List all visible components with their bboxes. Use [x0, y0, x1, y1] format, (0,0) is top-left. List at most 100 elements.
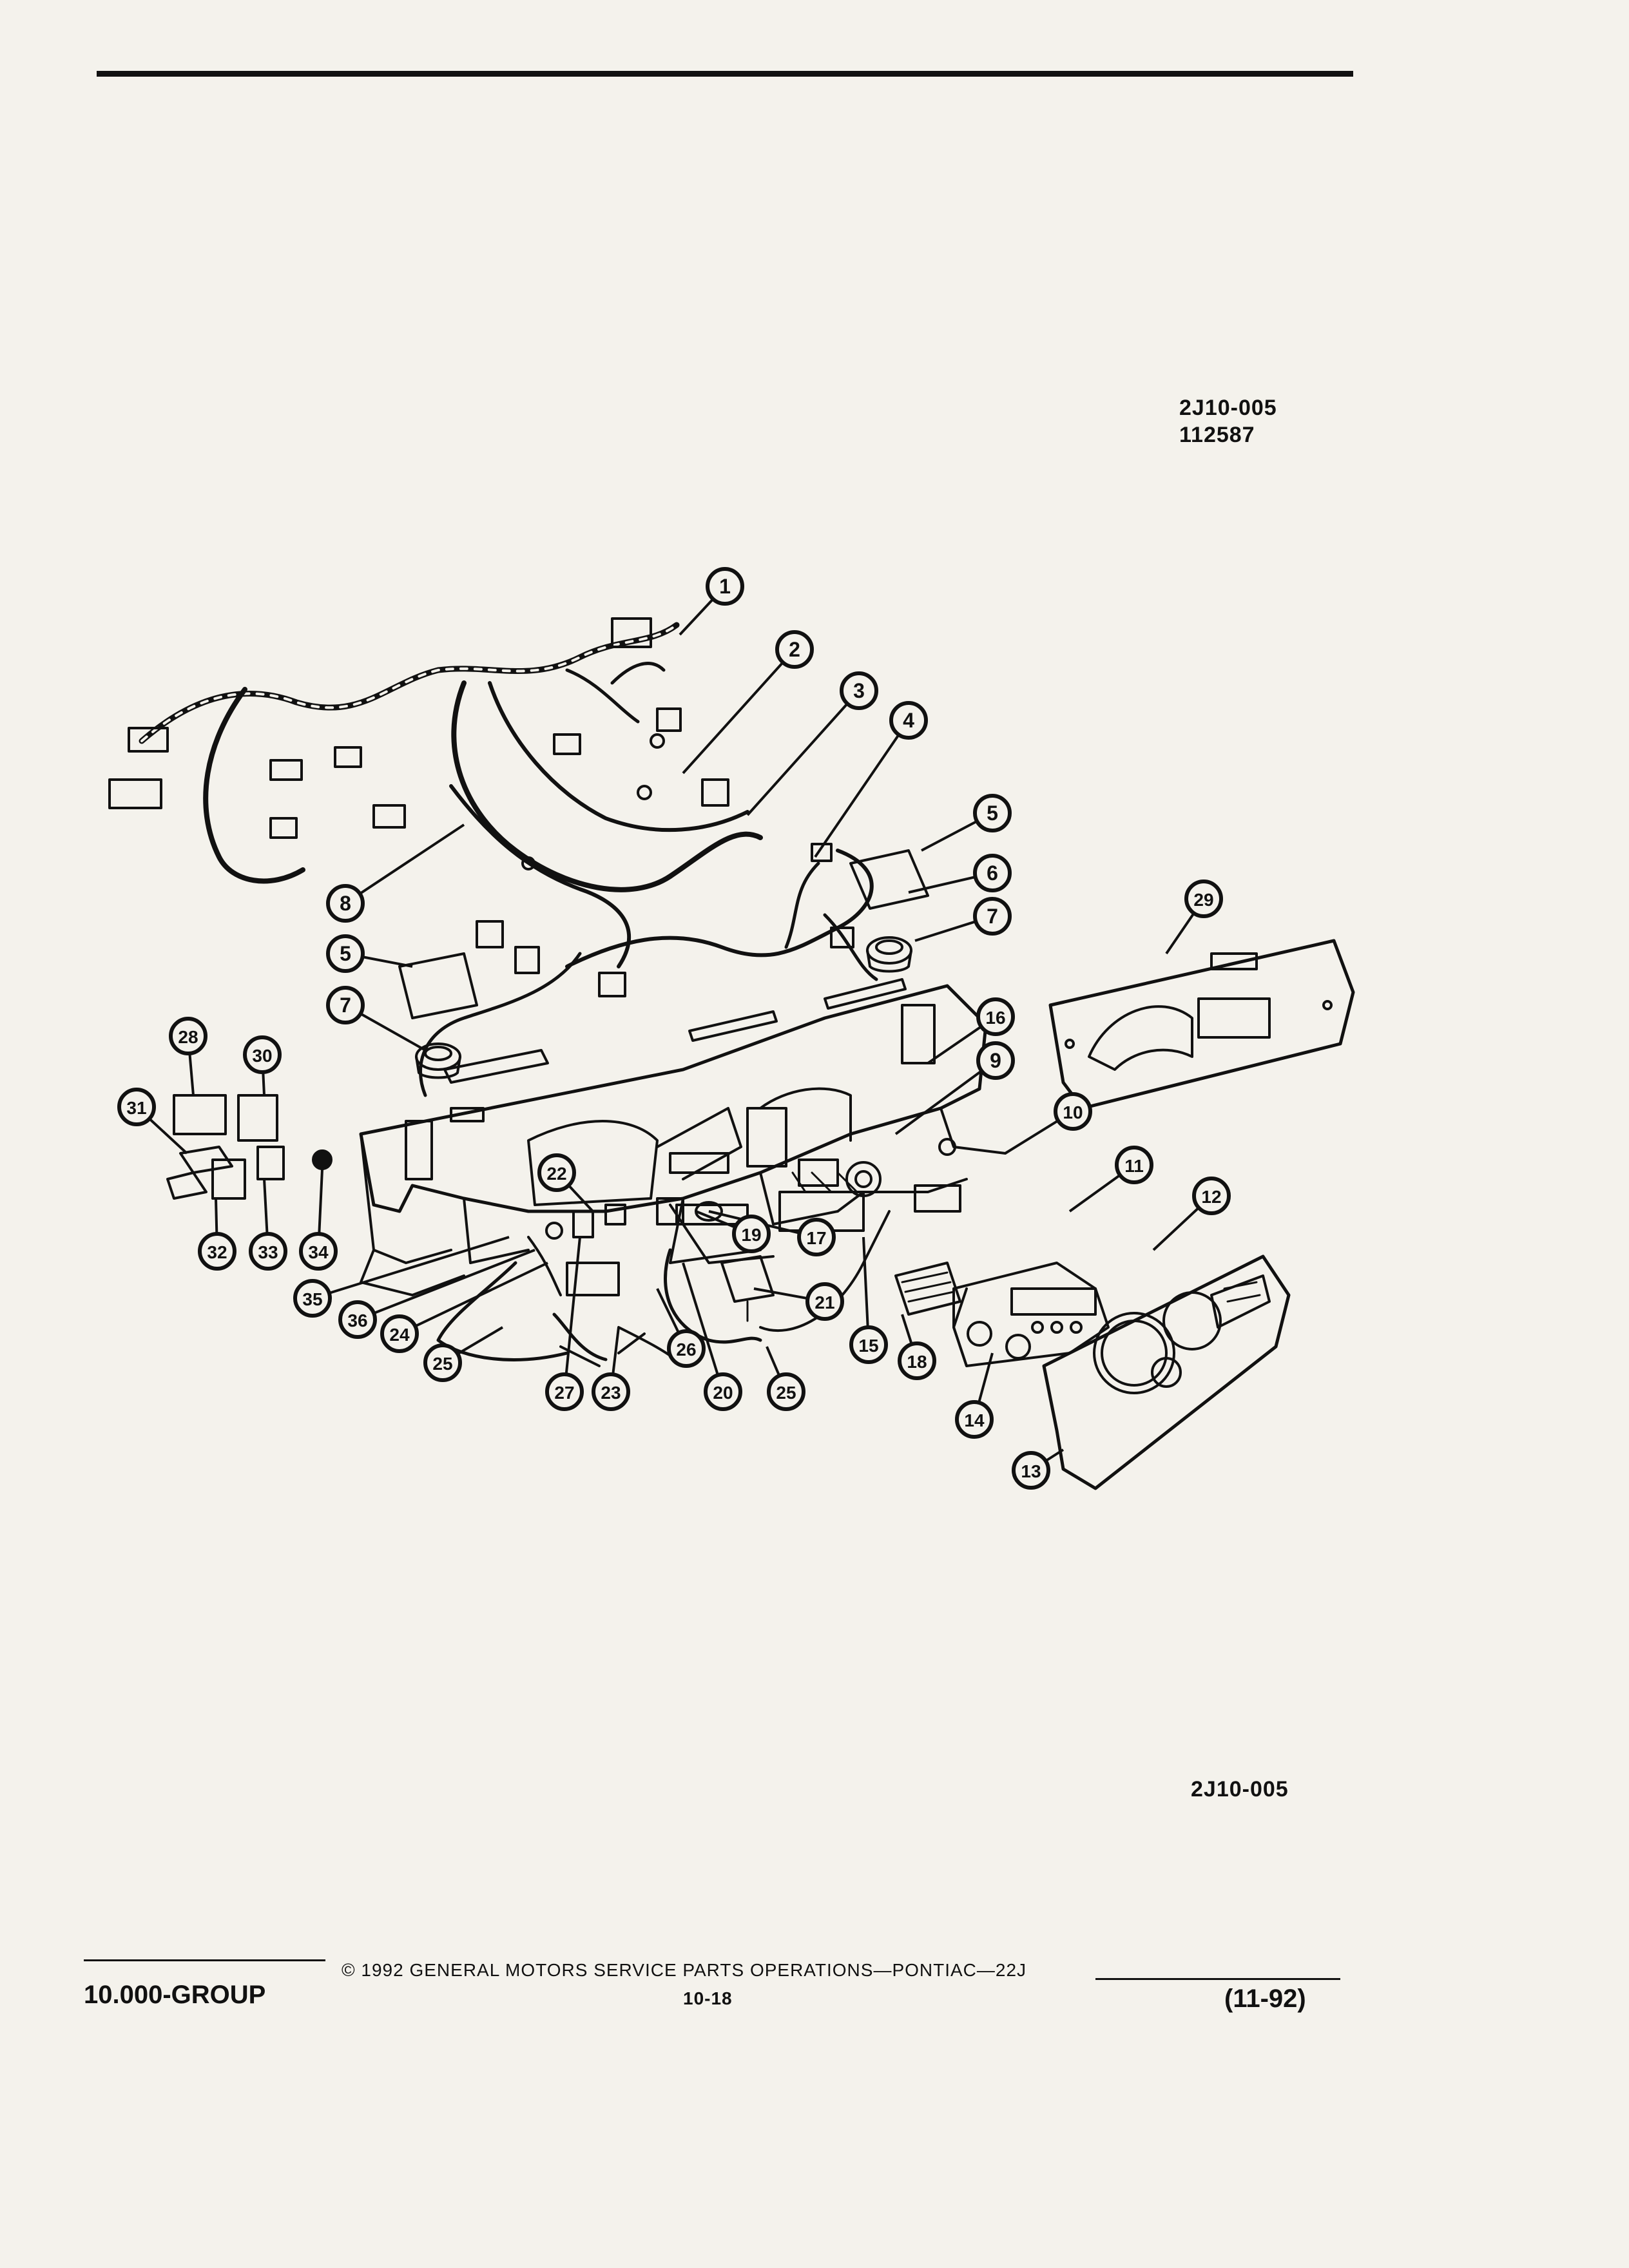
callout-2: 2 — [775, 630, 814, 669]
callout-circle — [1184, 879, 1223, 918]
callout-24: 24 — [380, 1314, 419, 1353]
cluster-bezel-29 — [1048, 939, 1355, 1110]
callout-number: 8 — [340, 892, 351, 915]
callout-number: 22 — [546, 1164, 566, 1184]
callout-1: 1 — [706, 567, 744, 606]
callout-number: 27 — [554, 1383, 574, 1403]
callout-8: 8 — [326, 884, 365, 923]
callout-31: 31 — [117, 1088, 156, 1126]
callout-19: 19 — [732, 1215, 771, 1253]
callout-number: 36 — [347, 1311, 367, 1331]
callout-23: 23 — [592, 1372, 630, 1411]
callout-10: 10 — [1054, 1092, 1092, 1131]
callout-circle — [1054, 1092, 1092, 1131]
speaker-right — [849, 849, 929, 973]
callout-26: 26 — [667, 1329, 706, 1368]
callout-circle — [117, 1088, 156, 1126]
callout-circle — [805, 1282, 844, 1321]
callout-number: 26 — [676, 1340, 696, 1360]
callout-number: 20 — [713, 1383, 733, 1403]
callout-number: 35 — [302, 1289, 322, 1309]
callout-circle — [667, 1329, 706, 1368]
callout-leader — [746, 689, 860, 816]
callout-circle — [840, 671, 878, 710]
callout-circle — [326, 884, 365, 923]
callout-circle — [889, 701, 928, 740]
callout-circle — [592, 1372, 630, 1411]
callout-number: 30 — [252, 1046, 272, 1066]
callout-number: 28 — [178, 1027, 198, 1047]
figure-number: 112587 — [1179, 423, 1255, 447]
top-rule — [97, 71, 1353, 77]
callout-number: 5 — [987, 802, 998, 825]
callout-14: 14 — [955, 1400, 994, 1439]
callout-circle — [704, 1372, 742, 1411]
callout-number: 25 — [776, 1383, 796, 1403]
callout-7: 7 — [326, 986, 365, 1024]
callout-18: 18 — [898, 1341, 936, 1380]
cluster-bezel-13 — [1042, 1254, 1291, 1490]
callout-number: 11 — [1124, 1156, 1144, 1176]
callout-number: 5 — [340, 942, 351, 965]
callout-leader — [814, 719, 910, 858]
footer-group: 10.000-GROUP — [84, 1981, 266, 2009]
callout-leader — [682, 648, 796, 774]
callout-leader — [399, 1262, 548, 1335]
callout-circle — [973, 794, 1012, 832]
callout-circle — [955, 1400, 994, 1439]
callout-5: 5 — [973, 794, 1012, 832]
callout-number: 18 — [907, 1352, 927, 1372]
callout-circle — [976, 997, 1015, 1036]
instrument-panel — [359, 978, 1007, 1296]
callout-17: 17 — [797, 1218, 836, 1256]
callout-number: 2 — [789, 638, 800, 661]
callout-circle — [775, 630, 814, 669]
callout-circle — [338, 1300, 377, 1339]
callout-circle — [545, 1372, 584, 1411]
callout-circle — [249, 1232, 287, 1271]
callout-5: 5 — [326, 934, 365, 973]
callout-20: 20 — [704, 1372, 742, 1411]
callout-27: 27 — [545, 1372, 584, 1411]
callout-number: 32 — [207, 1242, 227, 1262]
callout-circle — [169, 1017, 207, 1055]
callout-circle — [1012, 1451, 1050, 1490]
figure-code: 2J10-005 — [1179, 396, 1277, 420]
callout-number: 33 — [258, 1242, 278, 1262]
callout-21: 21 — [805, 1282, 844, 1321]
callout-9: 9 — [976, 1041, 1015, 1080]
callout-11: 11 — [1115, 1146, 1153, 1184]
callout-3: 3 — [840, 671, 878, 710]
callout-circle — [326, 986, 365, 1024]
callout-34: 34 — [299, 1232, 338, 1271]
footer-copyright: © 1992 GENERAL MOTORS SERVICE PARTS OPER… — [342, 1960, 1027, 1980]
parts-illustration — [108, 617, 1355, 1490]
callout-circle — [973, 897, 1012, 936]
callout-15: 15 — [849, 1325, 888, 1364]
callout-number: 15 — [858, 1336, 878, 1356]
callout-number: 19 — [741, 1225, 761, 1245]
callout-4: 4 — [889, 701, 928, 740]
callout-number: 3 — [853, 679, 865, 702]
callout-32: 32 — [198, 1232, 236, 1271]
callout-circle — [293, 1279, 332, 1318]
footer-date: (11-92) — [1224, 1984, 1306, 2013]
callout-circle — [1192, 1177, 1231, 1215]
callout-number: 34 — [308, 1242, 329, 1262]
callout-number: 13 — [1021, 1461, 1041, 1481]
callout-circle — [849, 1325, 888, 1364]
callout-13: 13 — [1012, 1451, 1050, 1490]
callout-leader — [563, 1236, 581, 1392]
callout-circle — [380, 1314, 419, 1353]
callout-circle — [706, 567, 744, 606]
callout-leader — [344, 823, 465, 905]
callout-number: 16 — [985, 1008, 1005, 1028]
callout-circle — [898, 1341, 936, 1380]
left-switches — [166, 1094, 333, 1200]
callout-circle — [299, 1232, 338, 1271]
callout-number: 17 — [806, 1228, 826, 1248]
callout-number: 6 — [987, 861, 998, 885]
footer-page-number: 10-18 — [683, 1988, 733, 2008]
